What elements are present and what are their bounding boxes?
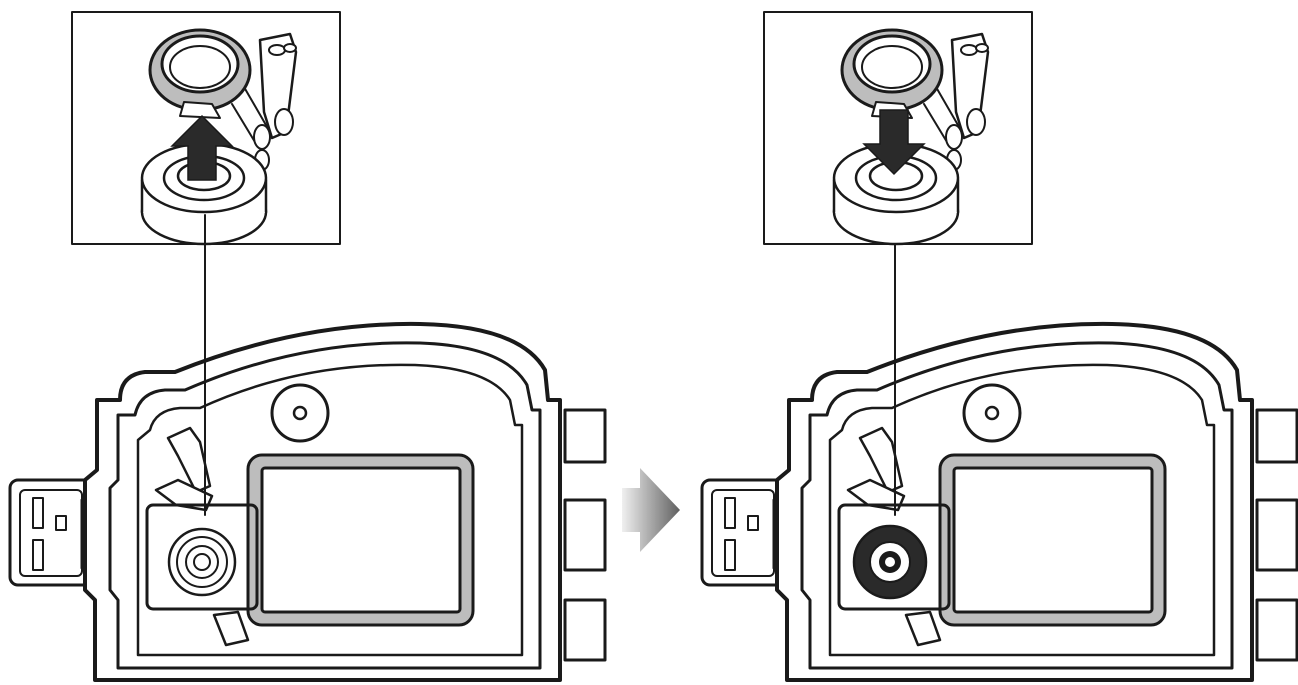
inset-after <box>762 10 1034 246</box>
panel-before <box>8 10 607 682</box>
dial-before <box>167 527 237 597</box>
panel-after <box>700 10 1298 682</box>
arrow-right-icon <box>622 468 680 552</box>
arrow-down-icon <box>862 109 926 176</box>
inset-before <box>70 10 342 246</box>
arrow-up-icon <box>170 114 234 181</box>
camera-housing-before <box>8 321 607 682</box>
camera-housing-after <box>700 321 1298 682</box>
